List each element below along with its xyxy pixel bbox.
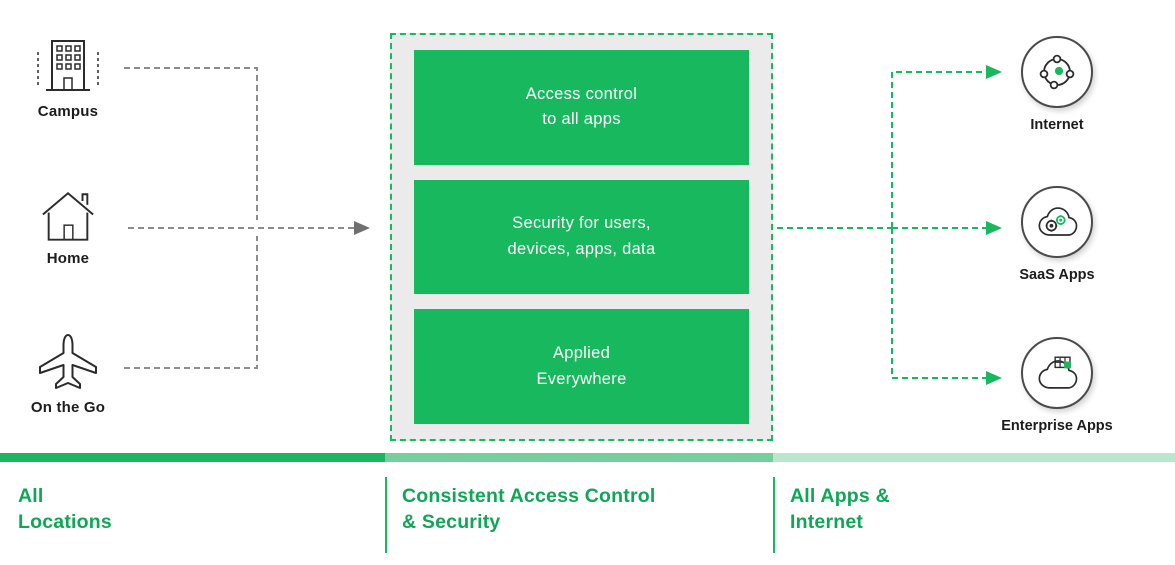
center-box-security: Security for users, devices, apps, data [414,179,749,295]
destination-label-enterprise-apps: Enterprise Apps [1001,418,1113,434]
center-box-text: Access control to all apps [525,84,638,129]
source-home: Home [13,188,123,267]
destination-internet: Internet [982,36,1132,133]
center-security-panel: Access control to all apps Security for … [390,33,773,441]
home-icon [13,188,123,243]
arrow-onthego-to-core [124,236,258,369]
bar-segment-all-apps [773,453,1175,462]
enterprise-cloud-icon [1021,337,1093,409]
campus-building-icon [13,36,123,96]
destination-label-saas-apps: SaaS Apps [1019,267,1095,283]
internet-network-icon [1021,36,1093,108]
center-box-applied-everywhere: Applied Everywhere [414,309,749,425]
footer-divider [773,477,775,553]
source-label-home: Home [46,250,90,267]
center-box-text: Applied Everywhere [536,344,627,388]
destination-enterprise-apps: Enterprise Apps [982,337,1132,434]
source-label-campus: Campus [37,103,99,120]
arrow-campus-to-core [124,67,258,220]
footer-heading-consistent-access: Consistent Access Control & Security [402,485,656,533]
bar-segment-all-locations [0,453,385,462]
saas-cloud-gears-icon [1021,186,1093,258]
airplane-icon [13,332,123,392]
destination-label-internet: Internet [1030,117,1084,133]
source-label-on-the-go: On the Go [30,399,106,416]
footer-divider [385,477,387,553]
source-campus: Campus [13,36,123,120]
footer-heading-all-apps-internet: All Apps & Internet [790,485,890,533]
bar-segment-access-control [385,453,773,462]
source-on-the-go: On the Go [13,332,123,416]
center-box-access-control: Access control to all apps [414,50,749,165]
destination-saas-apps: SaaS Apps [982,186,1132,283]
center-box-text: Security for users, devices, apps, data [507,214,656,258]
footer-heading-all-locations: All Locations [18,485,112,533]
